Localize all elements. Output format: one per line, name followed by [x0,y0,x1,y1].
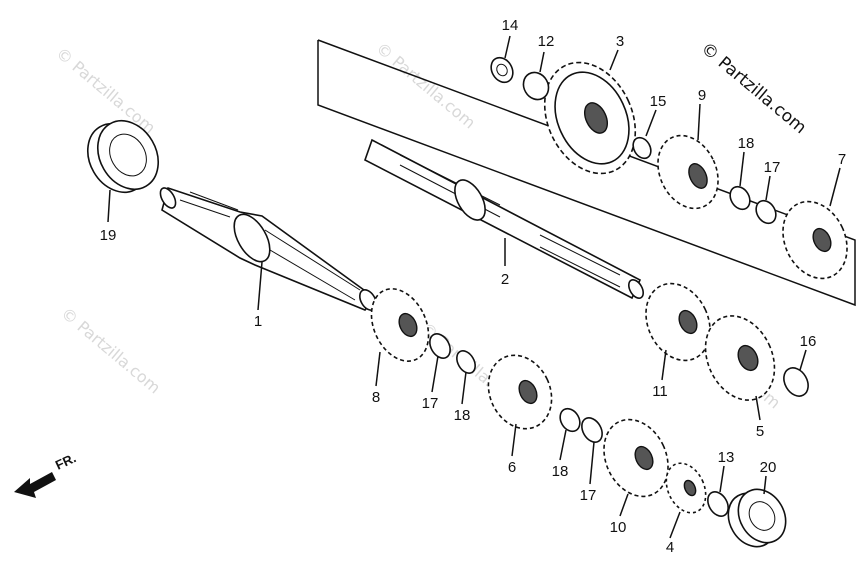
gear-3 [543,61,637,175]
front-direction-indicator: FR. [14,450,78,498]
callout-10: 10 [610,519,627,536]
bearing-20 [727,488,787,548]
mainshaft [159,186,377,311]
callout-6: 6 [508,459,516,476]
callout-7: 7 [838,151,846,168]
gear-8 [370,288,430,362]
gear-4 [665,462,707,514]
callout-18c: 18 [552,463,569,480]
bearing-19 [87,120,159,193]
front-arrow-icon [14,472,56,498]
callout-4: 4 [666,539,674,556]
gear-10 [603,418,669,498]
washers-and-clips [429,56,809,517]
callout-9: 9 [698,87,706,104]
callout-20: 20 [760,459,777,476]
callout-17: 17 [764,159,781,176]
callout-8: 8 [372,389,380,406]
gear-5 [704,315,776,401]
callout-14: 14 [502,17,519,34]
gear-7 [782,200,848,280]
watermark-2: © Partzilla.com [372,39,479,133]
watermark-3: © Partzilla.com [57,304,164,398]
watermark-1: © Partzilla.com [52,44,159,138]
brand-label: © Partzilla.com [697,39,810,139]
callout-17c: 17 [580,487,597,504]
callout-12: 12 [538,33,555,50]
callout-16: 16 [800,333,817,350]
callout-3: 3 [616,33,624,50]
callout-2: 2 [501,271,509,288]
callout-1: 1 [254,313,262,330]
gear-11 [645,282,711,362]
callout-15: 15 [650,93,667,110]
callout-17b: 17 [422,395,439,412]
callout-13: 13 [718,449,735,466]
callout-18b: 18 [454,407,471,424]
front-label: FR. [53,450,78,472]
gear-9 [657,134,719,210]
callouts: 14 12 3 15 9 18 17 7 19 2 1 8 17 18 6 11… [100,17,847,556]
gear-6 [487,354,553,430]
leader-lines [107,35,841,539]
callout-19: 19 [100,227,117,244]
callout-18: 18 [738,135,755,152]
callout-5: 5 [756,423,764,440]
countershaft [364,138,645,300]
callout-11: 11 [652,383,668,400]
